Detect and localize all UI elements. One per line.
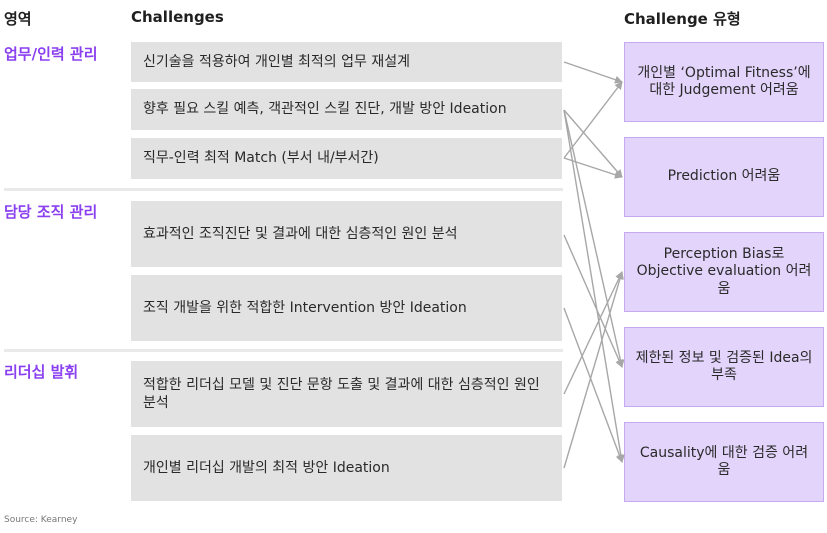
area-org-management: 담당 조직 관리	[4, 203, 98, 221]
challenge-type-box: Causality에 대한 검증 어려움	[624, 422, 824, 502]
arrow	[563, 109, 623, 178]
challenge-type-box: Prediction 어려움	[624, 137, 824, 217]
arrow	[563, 271, 624, 469]
arrow	[563, 61, 623, 84]
challenge-type-box: Perception Bias로 Objective evaluation 어려…	[624, 232, 824, 312]
arrow	[563, 271, 623, 395]
section-divider	[4, 349, 563, 352]
challenges-header: Challenges	[131, 8, 224, 26]
area-work-staff: 업무/인력 관리	[4, 45, 98, 63]
challenge-types-header: Challenge 유형	[624, 10, 741, 28]
challenge-box: 향후 필요 스킬 예측, 객관적인 스킬 진단, 개발 방안 Ideation	[131, 89, 562, 130]
challenge-box: 적합한 리더십 모델 및 진단 문항 도출 및 결과에 대한 심층적인 원인 분…	[131, 361, 562, 427]
challenge-box: 개인별 리더십 개발의 최적 방안 Ideation	[131, 435, 562, 501]
area-header: 영역	[4, 10, 32, 28]
area-leadership: 리더십 발휘	[4, 363, 79, 381]
arrow	[563, 157, 623, 179]
arrow	[563, 307, 624, 463]
arrow	[563, 234, 623, 368]
challenge-box: 신기술을 적용하여 개인별 최적의 업무 재설계	[131, 42, 562, 82]
challenge-type-box: 개인별 ‘Optimal Fitness’에 대한 Judgement 어려움	[624, 42, 824, 122]
challenge-box: 조직 개발을 위한 적합한 Intervention 방안 Ideation	[131, 275, 562, 341]
challenge-box: 직무-인력 최적 Match (부서 내/부서간)	[131, 138, 562, 179]
section-divider	[4, 188, 563, 191]
source-note: Source: Kearney	[4, 515, 78, 525]
arrow	[563, 109, 625, 463]
challenge-box: 효과적인 조직진단 및 결과에 대한 심층적인 원인 분석	[131, 201, 562, 267]
challenge-type-box: 제한된 정보 및 검증된 Idea의 부족	[624, 327, 824, 407]
arrow	[563, 81, 623, 159]
arrow	[563, 109, 625, 368]
